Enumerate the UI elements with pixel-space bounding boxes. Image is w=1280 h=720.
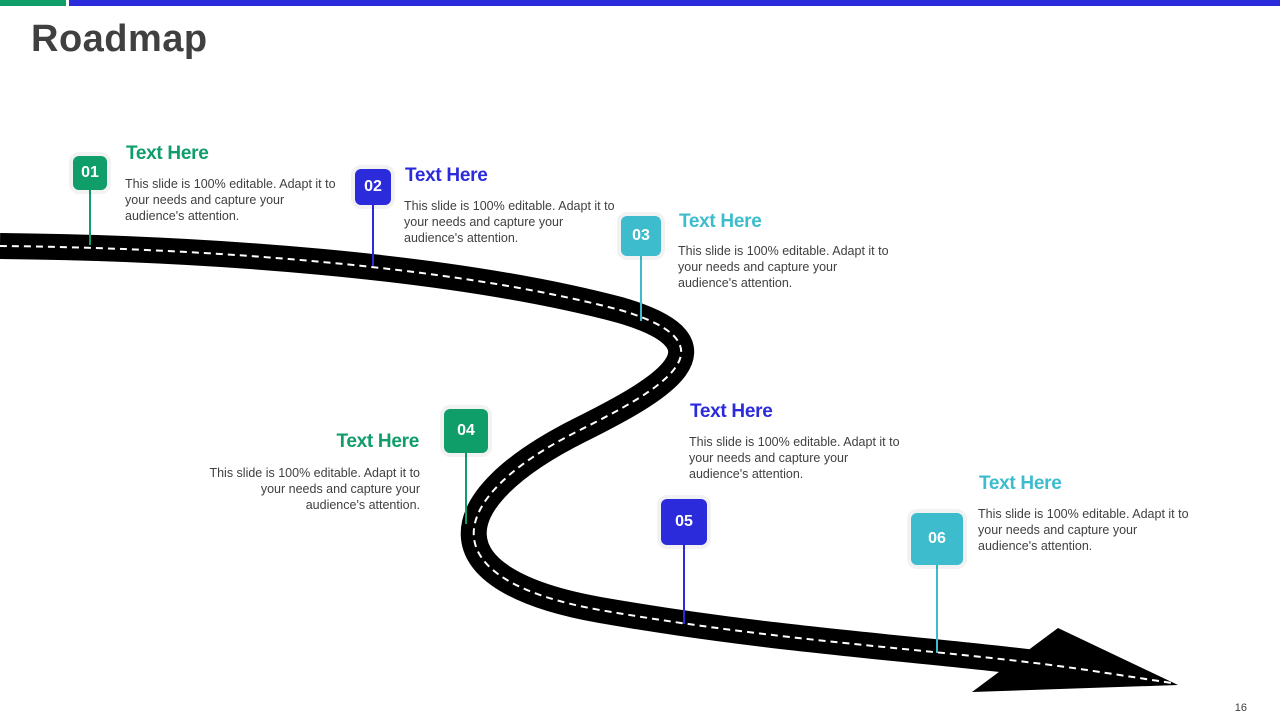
milestone-1-heading: Text Here <box>126 143 209 164</box>
milestone-2-marker: 02 <box>355 169 391 205</box>
milestone-5-marker: 05 <box>661 499 707 545</box>
milestone-3-description: This slide is 100% editable. Adapt it to… <box>678 244 889 290</box>
milestone-1-marker: 01 <box>73 156 107 190</box>
milestone-3-marker: 03 <box>621 216 661 256</box>
milestone-6-heading: Text Here <box>979 473 1062 494</box>
milestone-4-heading: Text Here <box>336 431 420 452</box>
milestone-2-heading: Text Here <box>405 165 488 186</box>
milestone-3-number: 03 <box>632 227 650 244</box>
milestone-4-marker: 04 <box>444 409 488 453</box>
top-accent-bar-blue <box>69 0 1280 6</box>
milestone-4-pin <box>465 452 467 524</box>
milestone-6-marker: 06 <box>911 513 963 565</box>
milestone-4-description: This slide is 100% editable. Adapt it to… <box>209 466 420 512</box>
milestone-5-description: This slide is 100% editable. Adapt it to… <box>689 435 900 481</box>
milestone-6-description: This slide is 100% editable. Adapt it to… <box>978 507 1189 553</box>
road-centerline <box>0 245 1173 684</box>
milestone-2-pin <box>372 204 374 266</box>
milestone-5-pin <box>683 544 685 624</box>
milestone-6-number: 06 <box>928 530 946 547</box>
milestone-2-description: This slide is 100% editable. Adapt it to… <box>404 199 615 245</box>
milestone-1-pin <box>89 189 91 245</box>
road-body <box>0 233 1103 685</box>
page-title: Roadmap <box>31 18 208 60</box>
milestone-3-pin <box>640 255 642 321</box>
milestone-2-number: 02 <box>364 178 382 195</box>
milestone-4-number: 04 <box>457 422 475 439</box>
milestone-5-number: 05 <box>675 513 693 530</box>
page-number: 16 <box>1234 702 1247 714</box>
milestone-3-heading: Text Here <box>679 211 762 232</box>
milestone-6-pin <box>936 563 938 653</box>
milestone-1-number: 01 <box>81 164 99 181</box>
road-arrowhead <box>972 628 1178 692</box>
top-accent-bar-green <box>0 0 66 6</box>
milestone-1-description: This slide is 100% editable. Adapt it to… <box>125 177 336 223</box>
milestone-5-heading: Text Here <box>690 401 773 422</box>
